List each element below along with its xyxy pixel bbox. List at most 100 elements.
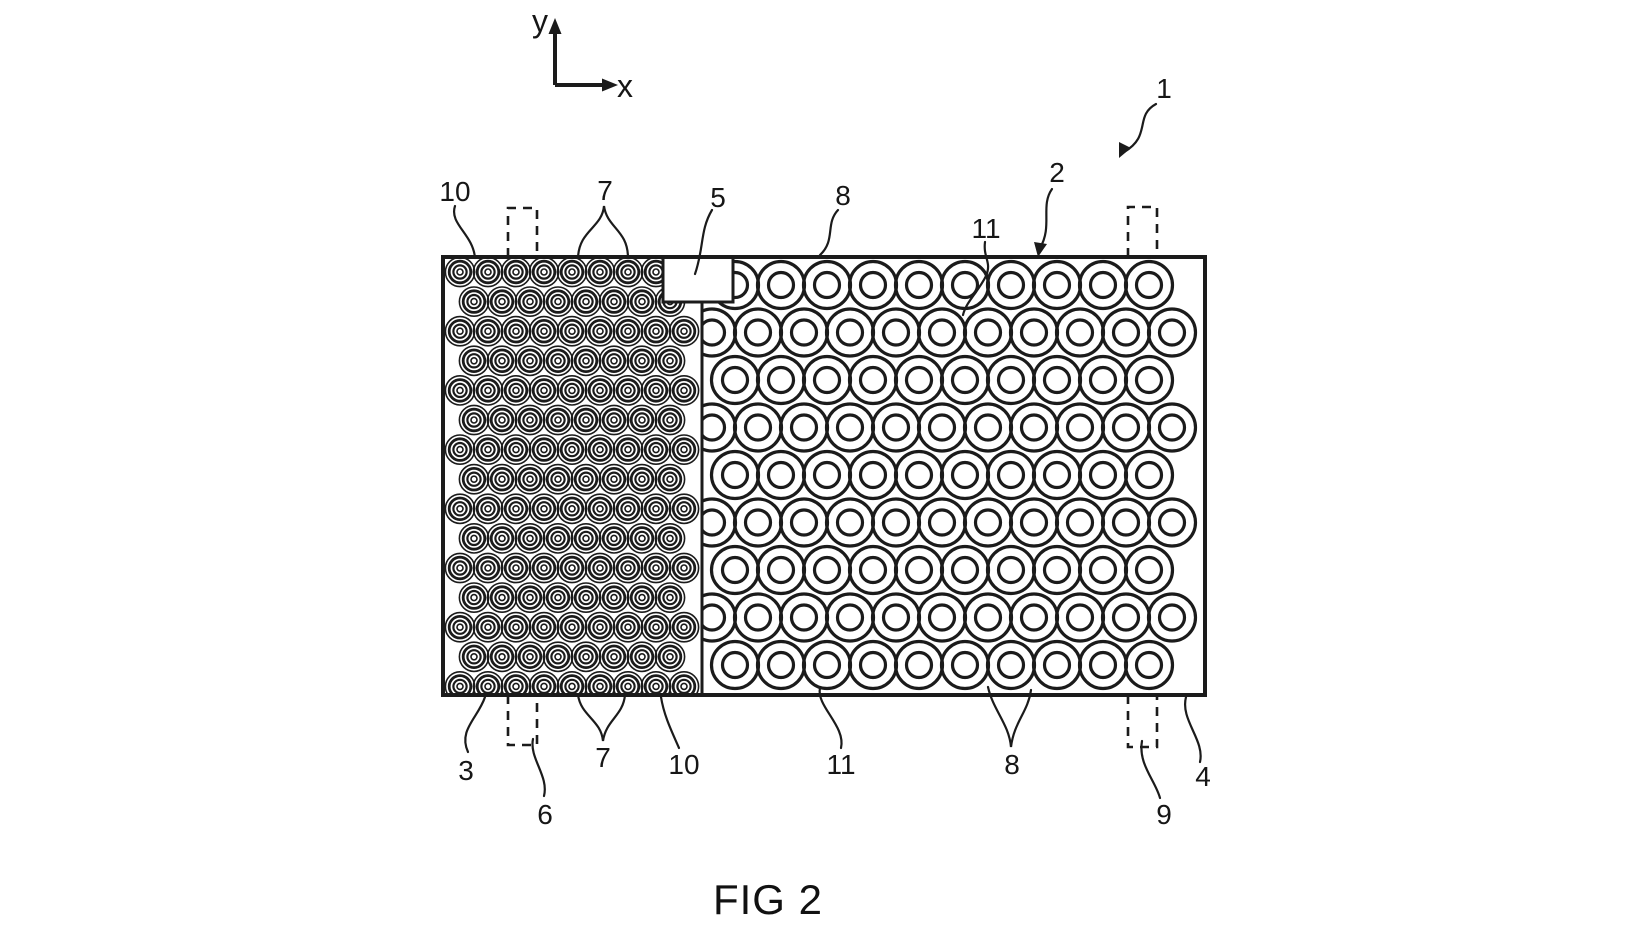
wound-cell (500, 374, 532, 406)
wound-cell (668, 611, 700, 643)
cylindrical-cell (732, 307, 784, 358)
wound-cell (556, 671, 588, 695)
cylindrical-cell (916, 402, 968, 453)
wound-cell (668, 374, 700, 406)
cylindrical-cell (893, 639, 945, 691)
leader-line-lead-8-bot (986, 685, 1033, 748)
wound-cell (444, 434, 476, 466)
cylindrical-cell (1054, 497, 1106, 548)
wound-cell (486, 582, 518, 614)
wound-cell (486, 286, 518, 318)
ref-label-1: 1 (1156, 73, 1172, 104)
wound-cell (486, 463, 518, 495)
wound-cell (640, 493, 672, 525)
wound-cell (500, 434, 532, 466)
cylindrical-cell (985, 544, 1037, 596)
wound-cell (444, 611, 476, 643)
terminal-tab (506, 206, 539, 257)
wound-cell (584, 257, 616, 288)
cylindrical-cell (1077, 639, 1129, 691)
cylindrical-cell (916, 592, 968, 643)
leader-line-lead-1 (1122, 102, 1158, 154)
wound-cell (584, 434, 616, 466)
cylindrical-cell (801, 354, 853, 406)
ref-label-8-bot: 8 (1004, 749, 1020, 780)
wound-cell (612, 552, 644, 584)
ref-label-7-top: 7 (597, 175, 613, 206)
cylindrical-cell (755, 449, 807, 501)
ref-label-6: 6 (537, 799, 553, 830)
wound-cell (654, 404, 686, 436)
wound-cell (668, 552, 700, 584)
wound-cell (612, 493, 644, 525)
cylindrical-cell (870, 497, 922, 548)
wound-cell (458, 286, 490, 318)
cylindrical-cell (732, 402, 784, 453)
cylindrical-cell (801, 639, 853, 691)
cylindrical-cell (755, 259, 807, 311)
cylindrical-cell (709, 639, 761, 691)
cylindrical-cell (985, 259, 1037, 311)
cylindrical-cell (1054, 592, 1106, 643)
cylindrical-cell (1077, 544, 1129, 596)
wound-cell (542, 463, 574, 495)
wound-cell (598, 463, 630, 495)
wound-cell (570, 286, 602, 318)
wound-cell (570, 404, 602, 436)
wound-cell (472, 552, 504, 584)
wound-cell (514, 345, 546, 377)
wound-cell (486, 404, 518, 436)
cylindrical-cell (824, 497, 876, 548)
cylindrical-cell (847, 639, 899, 691)
wound-cell (640, 552, 672, 584)
cylindrical-cell (985, 354, 1037, 406)
wound-cell (668, 434, 700, 466)
wound-cell (472, 671, 504, 695)
wound-cell (626, 345, 658, 377)
cylindrical-cell (939, 639, 991, 691)
ref-label-10-bot: 10 (668, 749, 699, 780)
wound-cell (542, 286, 574, 318)
wound-cell (626, 404, 658, 436)
wound-cell (472, 493, 504, 525)
wound-cell (626, 582, 658, 614)
leader-line-lead-10-bot (659, 695, 681, 750)
wound-cell (514, 286, 546, 318)
cylindrical-cell (916, 307, 968, 358)
module-housing-outline (441, 255, 1207, 697)
ref-label-7-bot: 7 (595, 742, 611, 773)
wound-cell (626, 523, 658, 554)
cylindrical-cell (1077, 449, 1129, 501)
wound-cell (458, 404, 490, 436)
cylindrical-cell (1100, 307, 1152, 358)
wound-cell (528, 374, 560, 406)
wound-cell (472, 374, 504, 406)
wound-cell (528, 493, 560, 525)
leader-line-lead-5-top (693, 208, 714, 276)
cylindrical-cell (709, 354, 761, 406)
wound-cell (570, 641, 602, 673)
wound-cell (654, 463, 686, 495)
wound-cell (500, 552, 532, 584)
cylindrical-cell (1008, 307, 1060, 358)
cylindrical-cell (1031, 354, 1083, 406)
cover-plate (661, 257, 735, 304)
leader-line-lead-2-top (1038, 187, 1054, 250)
wound-cell (514, 463, 546, 495)
cylindrical-cell (1054, 307, 1106, 358)
wound-cell (598, 523, 630, 554)
cylindrical-cell (702, 402, 738, 453)
wound-cell (528, 434, 560, 466)
cylindrical-cell (870, 402, 922, 453)
wound-cell (668, 671, 700, 695)
wound-cell (556, 257, 588, 288)
wound-cell (598, 286, 630, 318)
cylindrical-cell (962, 402, 1014, 453)
leader-line-lead-11-bot (818, 686, 843, 750)
wound-cell (598, 345, 630, 377)
cylindrical-cell (801, 544, 853, 596)
wound-cell (612, 671, 644, 695)
cylindrical-cell (985, 639, 1037, 691)
